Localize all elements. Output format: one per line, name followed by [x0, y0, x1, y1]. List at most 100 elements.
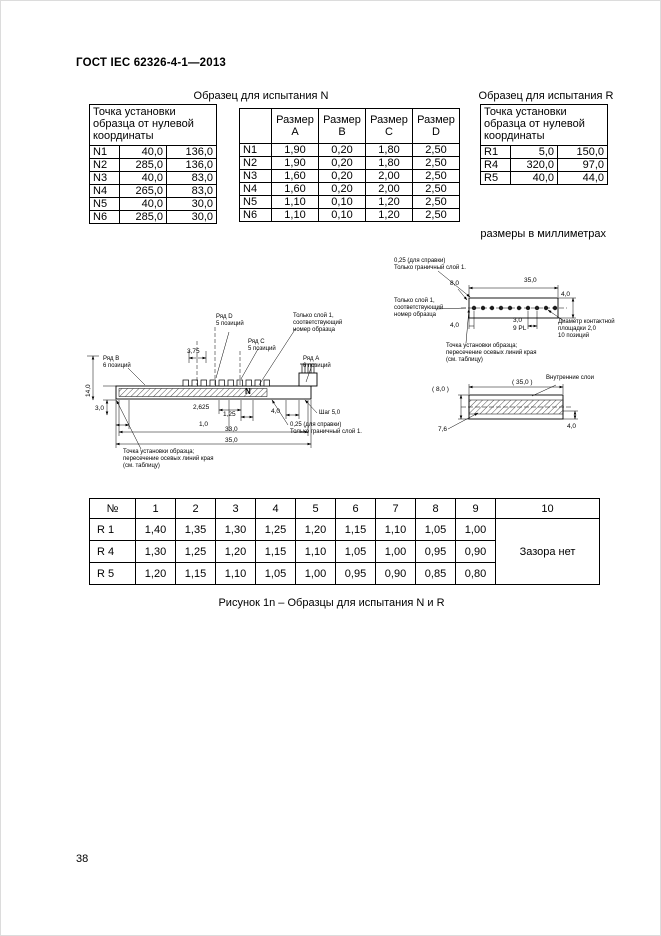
table-cell: N5	[89, 197, 120, 211]
units-note: размеры в миллиметрах	[480, 228, 606, 240]
pad-row	[182, 379, 270, 387]
column-header: 9	[455, 498, 496, 519]
table-cell: 83,0	[165, 171, 218, 185]
table-r-coordinates: Точка установки образца от нулевой коорд…	[479, 104, 609, 185]
label-ref-note-n: 0,25 (для справки) Только граничный слой…	[290, 422, 362, 436]
label-row-b: Ряд B 6 позиций	[103, 356, 131, 370]
table-cell: 136,0	[165, 145, 218, 159]
table-cell: 1,10	[295, 540, 336, 563]
column-header: 10	[495, 498, 600, 519]
dim-1-0: 1,0	[199, 421, 209, 428]
table-cell: 1,20	[295, 518, 336, 541]
dim-4-0-left: 4,0	[450, 322, 460, 329]
table-cell: N3	[239, 169, 272, 183]
table-cell: 2,50	[412, 208, 460, 222]
table-cell: 1,15	[175, 562, 216, 585]
table-cell: 0,20	[318, 156, 366, 170]
column-header: Размер B	[318, 108, 366, 144]
label-layer1-note-n: Только слой 1, соответствующий номер обр…	[293, 313, 343, 334]
table-cell: 0,95	[415, 540, 456, 563]
caption-specimen-r: Образец для испытания R	[478, 90, 614, 102]
dimension-lines	[435, 270, 578, 430]
column-header: 8	[415, 498, 456, 519]
specimen-n-board	[115, 363, 318, 400]
table-cell: N6	[89, 210, 120, 224]
dim-33-0: 33,0	[225, 426, 238, 433]
table-cell: 1,80	[365, 143, 413, 157]
table-cell: 136,0	[165, 158, 218, 172]
dim-2-625: 2,625	[193, 404, 210, 411]
table-cell: 0,20	[318, 169, 366, 183]
table-cell: 1,30	[215, 518, 256, 541]
dim-35-0-r: 35,0	[524, 277, 537, 284]
column-header: 3	[215, 498, 256, 519]
table-cell: 2,50	[412, 169, 460, 183]
table-cell: 2,50	[412, 143, 460, 157]
column-header: 4	[255, 498, 296, 519]
table-cell: 1,25	[175, 540, 216, 563]
table-cell: 1,15	[335, 518, 376, 541]
document-title: ГОСТ IEC 62326-4-1—2013	[76, 57, 227, 69]
table-cell: N5	[239, 195, 272, 209]
dim-8-0: 8,0	[450, 280, 460, 287]
table-cell: 30,0	[165, 210, 218, 224]
table-cell: 1,10	[271, 195, 319, 209]
label-datum-note-r: Точка установки образца; пересечение осе…	[446, 343, 537, 364]
merged-note-cell: Зазора нет	[495, 518, 600, 585]
table-cell: 320,0	[510, 158, 558, 172]
table-cell: N3	[89, 171, 120, 185]
dim-14-0: 14,0	[85, 384, 92, 397]
table-cell: 1,60	[271, 182, 319, 196]
table-cell: 0,95	[335, 562, 376, 585]
column-header: 5	[295, 498, 336, 519]
table-cell: 1,20	[365, 195, 413, 209]
column-header: №	[89, 498, 136, 519]
table-cell: 0,90	[455, 540, 496, 563]
table-cell: 0,20	[318, 182, 366, 196]
table-cell: R5	[480, 171, 511, 185]
table-cell: 1,15	[255, 540, 296, 563]
label-pad-note: Диаметр контактной площадки 2,0 10 позиц…	[558, 319, 615, 340]
ref-dim-8-0: ( 8,0 )	[432, 386, 449, 393]
table-cell: 5,0	[510, 145, 558, 159]
label-row-a: Ряд A 6 позиций	[303, 356, 331, 370]
table-cell: 1,10	[271, 208, 319, 222]
dim-3-0-n: 3,0	[95, 405, 105, 412]
table-cell: 1,05	[335, 540, 376, 563]
table-cell: 150,0	[556, 145, 609, 159]
label-row-d: Ряд D 5 позиций	[216, 314, 244, 328]
label-ref-note-r: 0,25 (для справки) Только граничный слой…	[394, 258, 466, 272]
table-cell: R 1	[89, 518, 136, 541]
label-datum-note-n: Точка установки образца; пересечение осе…	[123, 449, 214, 470]
table-cell: 2,00	[365, 169, 413, 183]
table-cell: 1,05	[415, 518, 456, 541]
table-cell: 40,0	[119, 145, 167, 159]
table-header-row: Точка установки образца от нулевой коорд…	[88, 104, 218, 146]
label-layer1-note-r: Только слой 1, соответствующий номер обр…	[394, 298, 444, 319]
table-cell: 1,60	[271, 169, 319, 183]
table-cell: 40,0	[119, 197, 167, 211]
specimen-r-diagram	[435, 270, 578, 430]
table-cell: 1,20	[135, 562, 176, 585]
table-header-row: Точка установки образца от нулевой коорд…	[479, 104, 609, 146]
table-cell: R1	[480, 145, 511, 159]
table-cell: 1,00	[455, 518, 496, 541]
table-cell: 2,50	[412, 195, 460, 209]
table-cell: 1,00	[375, 540, 416, 563]
figure-caption: Рисунок 1n – Образцы для испытания N и R	[218, 597, 445, 609]
table-cell: N1	[239, 143, 272, 157]
